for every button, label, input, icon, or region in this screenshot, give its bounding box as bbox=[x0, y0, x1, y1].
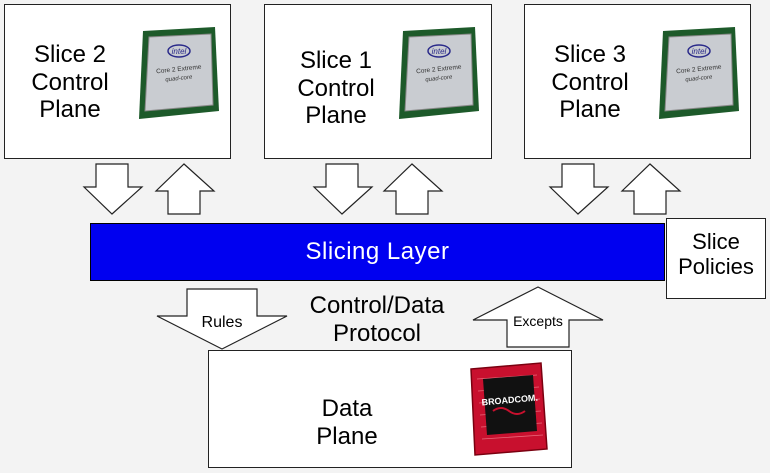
down-arrow-icon bbox=[312, 163, 374, 215]
control-data-protocol-label: Control/Data Protocol bbox=[309, 292, 445, 347]
up-arrow-icon bbox=[154, 163, 216, 215]
rules-label: Rules bbox=[202, 314, 243, 331]
svg-text:Core 2 Extreme: Core 2 Extreme bbox=[676, 64, 722, 76]
slice-3-control-plane-box: Slice 3 Control Plane intel Core 2 Extre… bbox=[524, 4, 751, 159]
svg-text:intel: intel bbox=[172, 47, 187, 56]
svg-text:intel: intel bbox=[692, 47, 707, 56]
intel-cpu-icon: intel Core 2 Extreme quad-core bbox=[139, 27, 219, 119]
up-arrow-icon bbox=[382, 163, 444, 215]
intel-cpu-icon: intel Core 2 Extreme quad-core bbox=[399, 27, 479, 119]
rules-down-arrow-icon: Rules bbox=[156, 288, 288, 350]
down-arrow-icon bbox=[82, 163, 144, 215]
svg-text:quad-core: quad-core bbox=[685, 75, 713, 84]
svg-text:quad-core: quad-core bbox=[165, 75, 193, 84]
excepts-label: Excepts bbox=[513, 313, 563, 329]
excepts-up-arrow-icon: Excepts bbox=[472, 286, 604, 348]
svg-text:Core 2 Extreme: Core 2 Extreme bbox=[156, 64, 202, 76]
slice-3-title: Slice 3 Control Plane bbox=[551, 41, 629, 124]
data-plane-box: Data Plane BROADCOM. bbox=[208, 350, 572, 468]
slice-2-control-plane-box: Slice 2 Control Plane intel Core 2 Extre… bbox=[4, 4, 231, 159]
slicing-layer-bar: Slicing Layer bbox=[90, 223, 665, 281]
svg-text:Core 2 Extreme: Core 2 Extreme bbox=[416, 64, 462, 76]
svg-text:quad-core: quad-core bbox=[425, 75, 453, 84]
slice-policies-box: Slice Policies bbox=[666, 218, 766, 299]
intel-cpu-icon: intel Core 2 Extreme quad-core bbox=[659, 27, 739, 119]
svg-text:intel: intel bbox=[432, 47, 447, 56]
slice-1-title: Slice 1 Control Plane bbox=[297, 47, 375, 130]
slice-2-title: Slice 2 Control Plane bbox=[31, 41, 109, 124]
slice-1-control-plane-box: Slice 1 Control Plane intel Core 2 Extre… bbox=[264, 4, 492, 159]
slice-policies-label: Slice Policies bbox=[678, 229, 754, 280]
up-arrow-icon bbox=[620, 163, 682, 215]
down-arrow-icon bbox=[548, 163, 610, 215]
broadcom-chip-icon: BROADCOM. bbox=[470, 362, 548, 456]
slicing-layer-label: Slicing Layer bbox=[305, 238, 450, 265]
svg-text:BROADCOM.: BROADCOM. bbox=[481, 393, 538, 408]
data-plane-title: Data Plane bbox=[316, 395, 378, 450]
